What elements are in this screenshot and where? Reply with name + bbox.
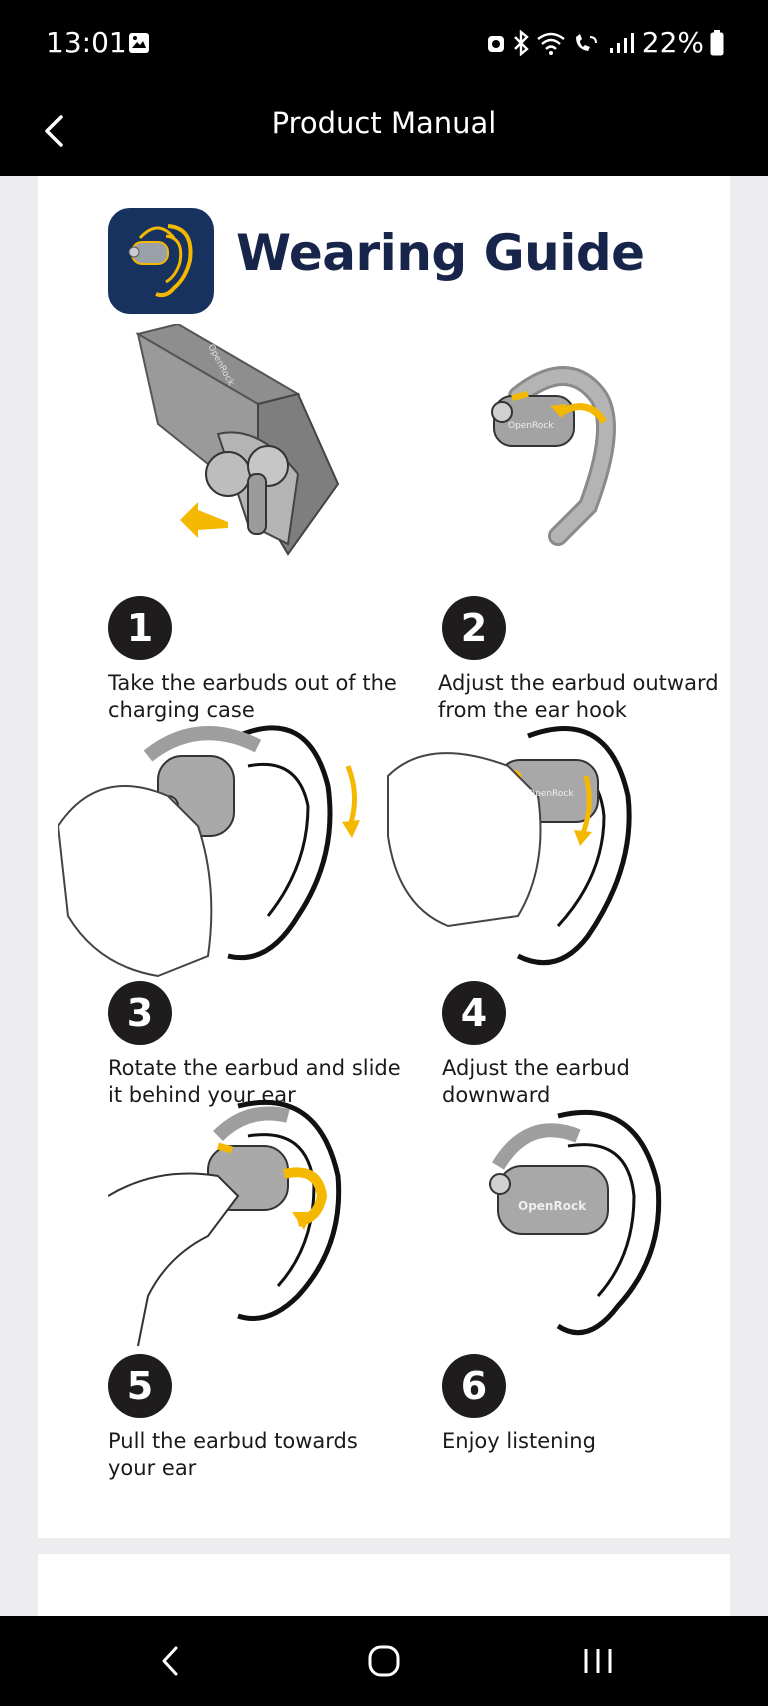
signal-icon [609, 32, 634, 53]
enjoy-listening-illustration: OpenRock [489, 1109, 662, 1336]
wifi-icon [537, 32, 565, 55]
step-6-badge: 6 [442, 1354, 506, 1418]
step-1: 1 Take the earbuds out of the charging c… [108, 596, 408, 724]
app-logo [108, 208, 214, 314]
ear-logo-icon [128, 224, 193, 298]
gallery-notification-icon [129, 33, 149, 53]
guide-title: Wearing Guide [236, 224, 645, 282]
page-title: Product Manual [271, 106, 497, 140]
ear-hook-illustration: OpenRock [491, 366, 616, 546]
charging-case-illustration: OpenRock [135, 324, 340, 556]
step-2: 2 Adjust the earbud outward from the ear… [438, 596, 728, 724]
step-6-text: Enjoy listening [442, 1429, 596, 1453]
step-6: 6 Enjoy listening [442, 1354, 662, 1455]
step-5: 5 Pull the earbud towards your ear [108, 1354, 408, 1482]
step-1-badge: 1 [108, 596, 172, 660]
earbud-brand-label-2: OpenRock [528, 789, 574, 799]
step-3: 3 Rotate the earbud and slide it behind … [108, 981, 408, 1109]
step-3-badge: 3 [108, 981, 172, 1045]
next-page-card [38, 1554, 730, 1616]
back-arrow-icon[interactable] [30, 104, 84, 158]
step-5-badge: 5 [108, 1354, 172, 1418]
status-bar: 13:01 22% [0, 0, 768, 86]
nav-recents-icon[interactable] [568, 1638, 628, 1684]
earbud-brand-label: OpenRock [508, 421, 554, 431]
pull-earbud-illustration [108, 1099, 342, 1347]
earbud-brand-label-3: OpenRock [518, 1199, 587, 1213]
battery-percent: 22% [641, 26, 704, 59]
step-4: 4 Adjust the earbud downward [442, 981, 642, 1109]
step-1-text: Take the earbuds out of the charging cas… [108, 671, 397, 722]
wifi-calling-icon [575, 33, 597, 51]
step-4-text: Adjust the earbud downward [442, 1056, 630, 1107]
step-3-text: Rotate the earbud and slide it behind yo… [108, 1056, 401, 1107]
step-4-badge: 4 [442, 981, 506, 1045]
step-5-text: Pull the earbud towards your ear [108, 1429, 358, 1480]
rotate-earbud-illustration [58, 725, 360, 978]
system-nav-bar [0, 1616, 768, 1706]
adjust-downward-illustration: OpenRock [387, 726, 632, 966]
alarm-icon [487, 35, 504, 52]
app-bar: Product Manual [0, 86, 768, 176]
nav-home-icon[interactable] [354, 1638, 414, 1684]
battery-icon [710, 29, 724, 55]
bluetooth-icon [513, 29, 529, 56]
status-time: 13:01 [46, 26, 127, 59]
nav-back-icon[interactable] [140, 1638, 200, 1684]
step-2-text: Adjust the earbud outward from the ear h… [438, 671, 719, 722]
manual-content[interactable]: Wearing Guide OpenRock OpenRock 1 [0, 176, 768, 1616]
wearing-guide-card: Wearing Guide OpenRock OpenRock 1 [38, 176, 730, 1538]
status-icons: 22% [486, 26, 724, 59]
step-2-badge: 2 [442, 596, 506, 660]
